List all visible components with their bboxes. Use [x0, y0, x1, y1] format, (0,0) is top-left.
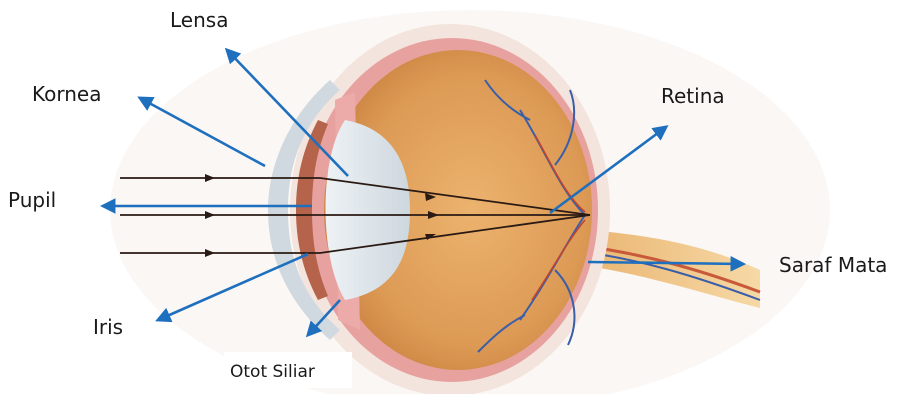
label-iris: Iris [93, 315, 123, 339]
label-retina: Retina [661, 84, 725, 108]
label-lensa: Lensa [170, 8, 228, 32]
label-otot-siliar: Otot Siliar [230, 362, 315, 382]
label-kornea: Kornea [32, 82, 101, 106]
label-saraf-mata: Saraf Mata [779, 253, 887, 277]
label-pupil: Pupil [8, 188, 56, 212]
